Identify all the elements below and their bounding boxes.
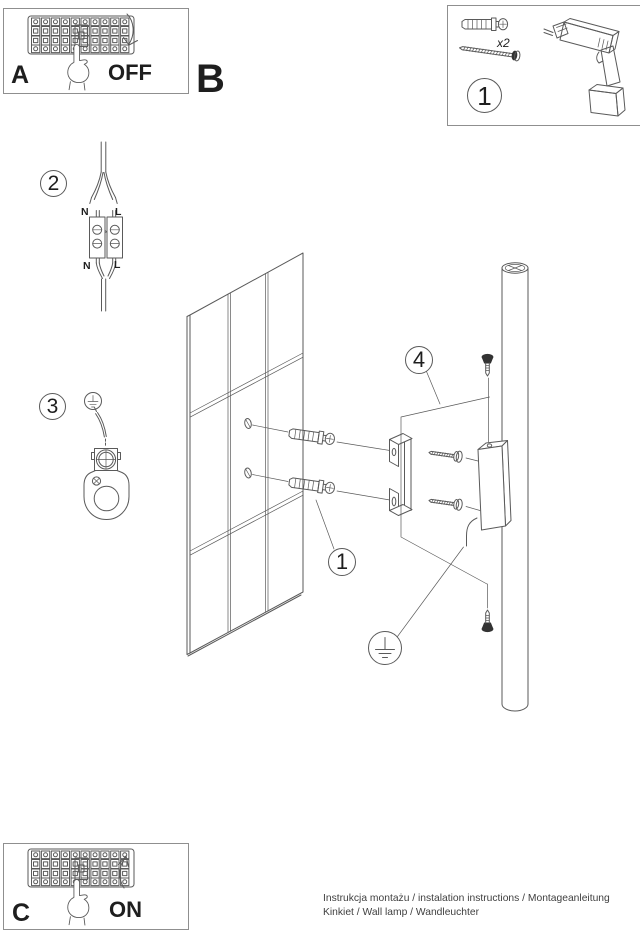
protective-earth-icon <box>368 631 402 665</box>
terminal-l-top-label: L <box>115 205 122 218</box>
parts-box <box>447 5 640 126</box>
parts-step-badge: 1 <box>467 78 502 113</box>
off-label: OFF <box>108 60 152 85</box>
step-3-badge: 3 <box>39 393 66 420</box>
ground-lug-art <box>83 392 130 520</box>
terminal-n-top-label: N <box>81 206 89 218</box>
on-arrow-icon <box>118 855 129 889</box>
off-arrow-icon <box>123 13 138 46</box>
ground-wire-art <box>466 517 478 547</box>
section-b-label: B <box>196 57 225 101</box>
panel-c-label: C <box>12 899 31 927</box>
screw-art <box>459 46 521 62</box>
breaker-panel-c-art <box>28 849 134 926</box>
wall-art <box>186 252 304 657</box>
footer-title: Instrukcja montażu / instalation instruc… <box>323 893 610 904</box>
fixing-screws-art <box>481 353 494 633</box>
on-label: ON <box>109 897 142 922</box>
mounting-screws-art <box>427 446 481 512</box>
footer: Instrukcja montażu / instalation instruc… <box>323 892 610 920</box>
housing-art <box>466 440 512 547</box>
panel-a-box <box>3 8 189 94</box>
anchor-art <box>252 424 391 501</box>
quantity-label: x2 <box>497 36 510 50</box>
breaker-panel-a-art <box>28 13 138 91</box>
step-2-badge: 2 <box>40 170 67 197</box>
footer-product: Kinkiet / Wall lamp / Wandleuchter <box>323 907 480 919</box>
wiring-diagram-art <box>89 141 123 312</box>
terminal-n-bottom-label: N <box>83 260 91 272</box>
panel-c-box <box>3 843 189 930</box>
terminal-l-bottom-label: L <box>114 259 121 271</box>
ground-symbol-icon <box>84 392 102 410</box>
panel-a-label: A <box>11 61 30 89</box>
step-4-badge: 4 <box>405 346 433 374</box>
parts-box-art <box>459 17 626 117</box>
callout-leaders-art <box>315 371 490 637</box>
step-1-badge: 1 <box>328 548 356 576</box>
drill-icon <box>543 18 626 117</box>
bracket-art <box>389 433 413 516</box>
